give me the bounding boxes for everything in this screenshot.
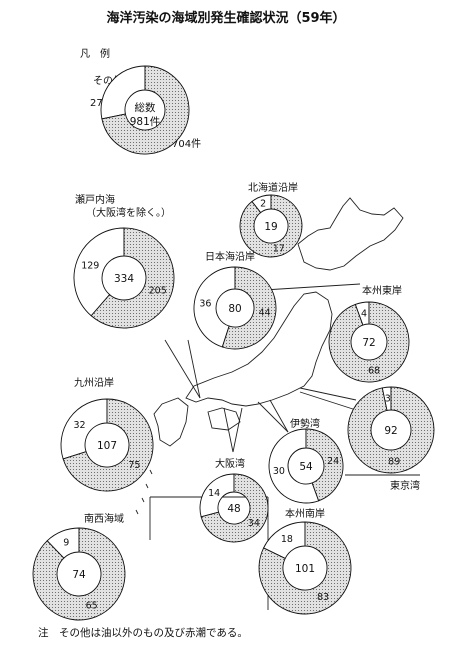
donut-2: 334 205 129 — [73, 227, 175, 329]
slice-oil — [305, 428, 344, 502]
pointer-tokyo-b — [299, 391, 357, 411]
map-shikoku — [207, 407, 241, 431]
pointer-setonaikai-b — [187, 339, 201, 399]
slice-other — [268, 428, 320, 504]
total-value: 48 — [227, 503, 240, 515]
oil-value: 205 — [149, 286, 167, 297]
total-value: 107 — [97, 440, 117, 452]
slice-oil — [62, 398, 154, 492]
legend-oil-value: 704件 — [172, 138, 201, 150]
other-value: 129 — [81, 260, 99, 271]
total-value: 19 — [264, 221, 277, 233]
slice-oil — [90, 227, 175, 329]
label-hokkaido: 北海道沿岸 — [248, 181, 298, 194]
slice-other — [100, 65, 146, 120]
donut-6: 92 89 3 — [347, 386, 435, 474]
label-nansei: 南西海域 — [84, 512, 124, 525]
map-nansei-islands — [135, 469, 153, 515]
other-value: 9 — [63, 537, 69, 548]
label-tokyo: 東京湾 — [390, 479, 420, 492]
pointer-osaka-b — [232, 407, 243, 453]
donut-9: 74 65 9 — [32, 527, 126, 621]
slice-oil — [258, 521, 352, 615]
legend-total-value: 981件 — [130, 116, 161, 128]
oil-value: 83 — [317, 592, 329, 603]
donut-10: 101 83 18 — [258, 521, 352, 615]
oil-value: 44 — [259, 308, 271, 319]
other-value: 30 — [273, 466, 285, 477]
label-kyushu: 九州沿岸 — [74, 377, 114, 389]
other-value: 32 — [74, 420, 86, 431]
donut-8: 48 34 14 — [199, 473, 269, 543]
label-ise: 伊勢湾 — [290, 417, 320, 430]
total-value: 80 — [228, 303, 241, 315]
map-honshu — [185, 291, 333, 407]
map-hokkaido — [297, 197, 404, 271]
oil-value: 68 — [368, 366, 380, 377]
slice-oil — [347, 386, 435, 474]
chart-title: 海洋汚染の海域別発生確認状況（59年） — [106, 10, 345, 26]
slice-oil — [101, 65, 190, 155]
map-kyushu — [153, 397, 189, 447]
total-value: 54 — [299, 461, 313, 473]
slice-oil — [239, 194, 303, 258]
slice-oil — [328, 301, 410, 383]
slice-oil — [221, 266, 277, 350]
slice-other — [60, 398, 108, 460]
oil-value: 17 — [273, 244, 285, 255]
other-value: 14 — [208, 488, 220, 499]
oil-value: 75 — [128, 460, 140, 471]
label-honshu-east: 本州東岸 — [362, 284, 402, 297]
donut-3: 80 44 36 — [193, 266, 277, 350]
pointer-tokyo-a — [299, 387, 357, 401]
label-setonaikai-sub: （大阪湾を除く。） — [86, 206, 171, 219]
pointer-ise-b — [269, 399, 289, 433]
japan-map — [135, 197, 404, 515]
oil-value: 24 — [327, 456, 339, 467]
donut-7: 54 24 30 — [268, 428, 344, 504]
slice-other — [73, 227, 125, 317]
label-nihonkai: 日本海沿岸 — [205, 250, 255, 263]
other-value: 3 — [385, 394, 391, 405]
footnote: 注 その他は油以外のもの及び赤潮である。 — [38, 626, 248, 639]
other-value: 36 — [199, 298, 211, 309]
legend-total-label: 総数 — [135, 101, 156, 114]
total-value: 72 — [362, 337, 375, 349]
total-value: 334 — [114, 273, 134, 285]
slice-other — [193, 266, 236, 348]
total-value: 74 — [72, 569, 86, 581]
donut-5: 107 75 32 — [60, 398, 154, 492]
legend-heading: 凡 例 — [80, 47, 110, 60]
oil-value: 89 — [388, 456, 400, 467]
donut-charts: 19 17 2 334 205 129 80 44 36 72 68 4 107 75 32 92 89 3 54 2… — [32, 65, 435, 621]
total-value: 101 — [295, 563, 315, 575]
boundary-hokkaido-east — [263, 283, 361, 291]
total-value: 92 — [384, 425, 397, 437]
other-value: 2 — [260, 198, 266, 209]
label-setonaikai: 瀬戸内海 — [75, 193, 115, 206]
label-honshu-south: 本州南岸 — [285, 507, 325, 520]
pointer-setonaikai — [164, 339, 201, 399]
other-value: 18 — [281, 534, 293, 545]
label-osaka: 大阪湾 — [215, 457, 245, 470]
slice-oil — [32, 527, 126, 621]
oil-value: 34 — [248, 518, 260, 529]
other-value: 4 — [361, 308, 367, 319]
donut-4: 72 68 4 — [328, 301, 410, 383]
donut-0 — [100, 65, 190, 155]
slice-oil — [200, 473, 269, 543]
oil-value: 65 — [86, 601, 98, 612]
pointer-ise-a — [257, 401, 289, 433]
donut-1: 19 17 2 — [239, 194, 303, 258]
pointer-osaka-a — [223, 407, 234, 453]
